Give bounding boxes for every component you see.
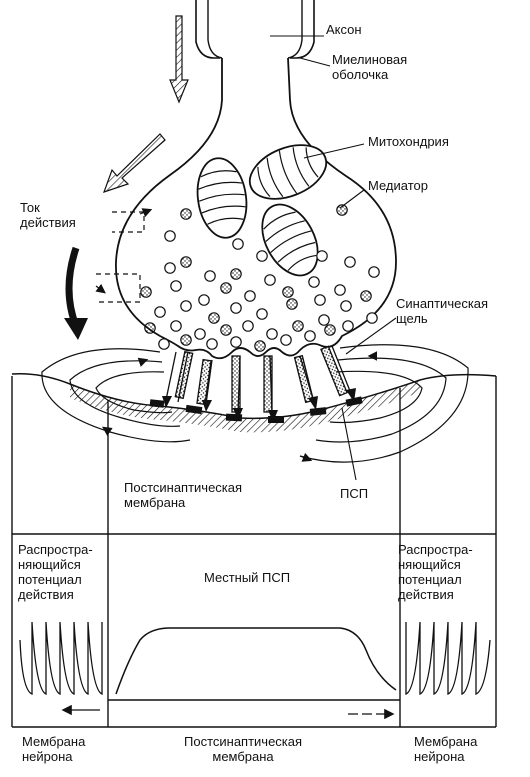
- mediator-vesicle: [180, 334, 192, 346]
- mediator-vesicle: [286, 298, 298, 310]
- label-mitochondria: Митохондрия: [368, 134, 449, 149]
- bold-curved-arrow: [65, 246, 80, 328]
- current-loops-right: [299, 344, 469, 463]
- mediator-vesicle: [342, 320, 354, 332]
- mediator-vesicle: [154, 306, 166, 318]
- transmitter-release-streams: [165, 345, 353, 415]
- mediator-vesicle: [164, 262, 176, 274]
- mediator-vesicles: [140, 204, 380, 352]
- mediator-vesicle: [334, 284, 346, 296]
- mediator-vesicle: [280, 334, 292, 346]
- mediator-vesicle: [242, 320, 254, 332]
- label-pointers: [270, 35, 397, 481]
- mediator-vesicle: [144, 322, 156, 334]
- action-current-arrows: [64, 15, 189, 340]
- mediator-vesicle: [198, 294, 210, 306]
- mediator-vesicle: [282, 286, 294, 298]
- hatched-arrow-down: [169, 15, 189, 104]
- label-neuron-membrane-right: Мембрана нейрона: [414, 734, 478, 764]
- mediator-vesicle: [230, 336, 242, 348]
- mitochondria: [196, 144, 328, 277]
- mediator-vesicle: [232, 238, 244, 250]
- label-synaptic-cleft: Синаптическая щель: [396, 296, 489, 326]
- current-loops-left: [41, 348, 191, 443]
- label-propagating-left: Распростра- няющийся потенциал действия: [18, 542, 93, 602]
- mediator-vesicle: [164, 230, 176, 242]
- mediator-vesicle: [206, 338, 218, 350]
- mediator-vesicle: [314, 294, 326, 306]
- mediator-vesicle: [230, 268, 242, 280]
- label-mediator: Медиатор: [368, 178, 428, 193]
- mediator-vesicle: [170, 280, 182, 292]
- mediator-vesicle: [140, 286, 152, 298]
- label-axon: Аксон: [326, 22, 362, 37]
- mediator-vesicle: [194, 328, 206, 340]
- label-propagating-right: Распростра- няющийся потенциал действия: [398, 542, 473, 602]
- terminal-outline: [115, 57, 397, 360]
- mediator-vesicle: [304, 330, 316, 342]
- submembrane-band: [70, 380, 420, 433]
- mediator-vesicle: [340, 300, 352, 312]
- hatched-arrow-diagonal: [103, 133, 166, 193]
- label-myelin-sheath: Миелиновая оболочка: [332, 52, 408, 82]
- mediator-vesicle: [254, 340, 266, 352]
- mediator-vesicle: [220, 324, 232, 336]
- mediator-vesicle: [318, 314, 330, 326]
- mediator-vesicle: [316, 250, 328, 262]
- axon-right-wall: [287, 0, 303, 59]
- dashed-current-loop-1: [112, 211, 145, 233]
- mediator-vesicle: [180, 300, 192, 312]
- bold-arrow-head: [64, 318, 88, 340]
- label-local-psp: Местный ПСП: [204, 570, 291, 585]
- label-postsynaptic-membrane-lower: Постсинаптическая мембрана: [184, 734, 303, 764]
- mediator-vesicle: [324, 324, 336, 336]
- mediator-vesicle: [360, 290, 372, 302]
- myelin-sheath-right: [290, 0, 315, 59]
- mediator-vesicle: [366, 312, 378, 324]
- mediator-vesicle: [158, 338, 170, 350]
- label-neuron-membrane-left: Мембрана нейрона: [22, 734, 86, 764]
- mediator-vesicle: [180, 256, 192, 268]
- dashed-current-loop-2: [96, 273, 141, 303]
- label-postsynaptic-membrane-upper: Постсинаптическая мембрана: [124, 480, 243, 510]
- label-psp: ПСП: [340, 486, 369, 501]
- axon-left-wall: [207, 0, 223, 59]
- mediator-vesicle: [180, 208, 192, 220]
- mediator-vesicle: [336, 204, 348, 216]
- myelin-sheath-left: [195, 0, 220, 59]
- local-psp-curve: [115, 627, 397, 695]
- action-potential-left: [19, 621, 103, 695]
- mediator-vesicle: [266, 328, 278, 340]
- mediator-vesicle: [220, 282, 232, 294]
- mediator-vesicle: [208, 312, 220, 324]
- release-arrow-heads: [162, 388, 356, 422]
- small-arrow-1: [139, 208, 153, 218]
- mediator-vesicle: [244, 290, 256, 302]
- mediator-vesicle: [170, 320, 182, 332]
- mediator-vesicle: [264, 274, 276, 286]
- postsynaptic-region: [11, 344, 497, 463]
- mediator-vesicle: [256, 250, 268, 262]
- label-action-current: Ток действия: [20, 200, 76, 230]
- lower-schematic-frame: [11, 376, 497, 728]
- mediator-vesicle: [368, 266, 380, 278]
- mediator-vesicle: [292, 320, 304, 332]
- action-potential-right: [405, 621, 491, 695]
- propagation-arrows: [61, 704, 395, 720]
- mediator-vesicle: [230, 302, 242, 314]
- mediator-vesicle: [344, 256, 356, 268]
- presynaptic-terminal: [115, 0, 397, 360]
- mediator-vesicle: [204, 270, 216, 282]
- small-arrow-2: [95, 283, 106, 294]
- mediator-vesicle: [308, 276, 320, 288]
- mediator-vesicle: [256, 308, 268, 320]
